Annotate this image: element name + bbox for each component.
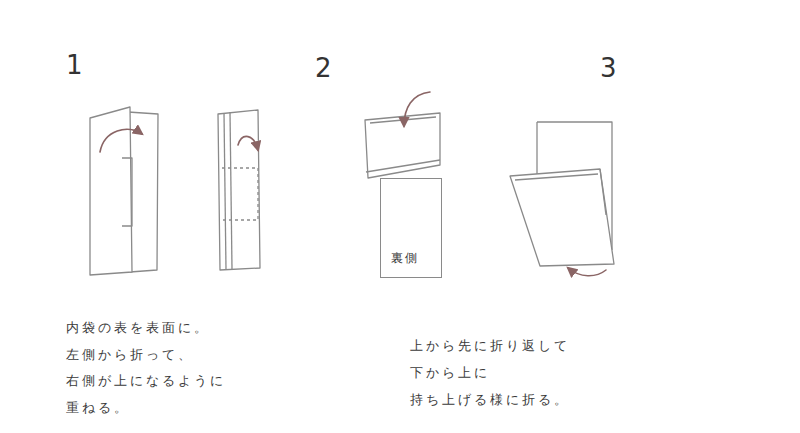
- step-number: 2: [315, 53, 332, 84]
- paper-panel: 裏側: [380, 178, 442, 278]
- fold-arrow: [568, 268, 606, 276]
- instruction-text: 下から上に: [410, 365, 490, 381]
- step1-folded-bag: [218, 110, 260, 270]
- instruction-text: 上から先に折り返して: [410, 338, 570, 354]
- instruction-text: 持ち上げる様に折る。: [410, 392, 570, 408]
- step-number: 3: [600, 53, 617, 84]
- instruction-text: 内袋の表を表面に。: [66, 320, 210, 336]
- step1-open-bag: [90, 107, 158, 275]
- step-number: 1: [66, 50, 83, 81]
- instruction-text: 重ねる。: [66, 400, 130, 416]
- instruction-text: 右側が上になるように: [66, 373, 226, 389]
- step3-folding: [510, 122, 614, 266]
- instruction-text: 左側から折って、: [66, 347, 194, 363]
- side-label: 裏側: [391, 250, 419, 267]
- fold-arrow: [404, 92, 430, 126]
- fold-arrow: [238, 136, 258, 150]
- step2-folded-flap: [365, 113, 440, 178]
- fold-arrow: [100, 129, 142, 152]
